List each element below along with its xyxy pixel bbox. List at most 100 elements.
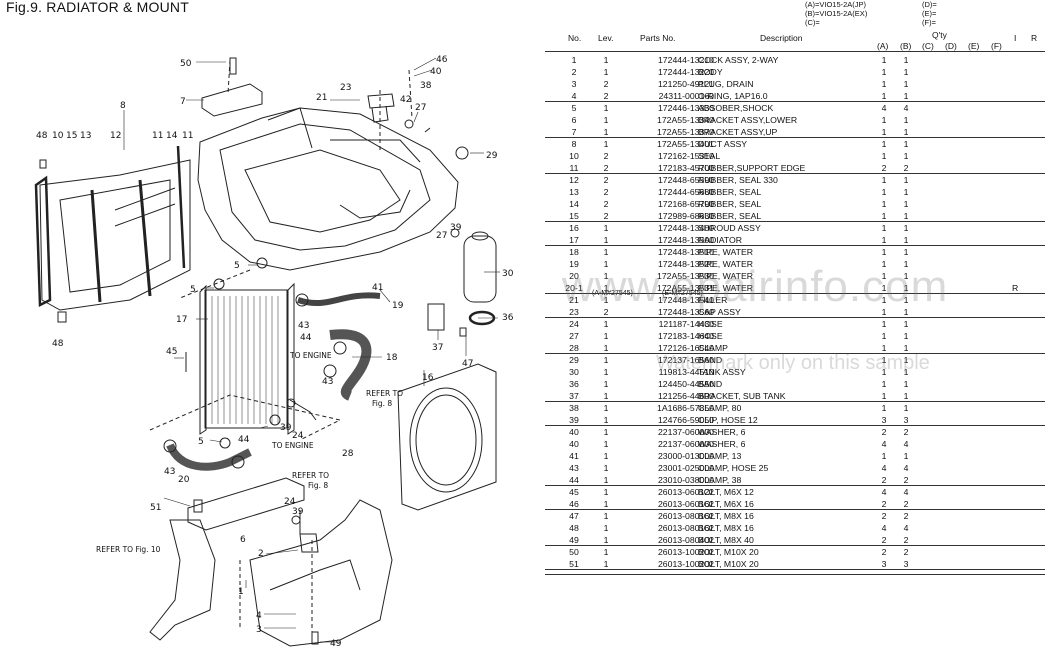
cell-no: 8 (571, 139, 577, 149)
cell-qty-b: 1 (903, 379, 909, 389)
cell-lev: 1 (603, 67, 609, 77)
cell-qty-a: 2 (881, 475, 887, 485)
cell-no: 1 (571, 55, 577, 65)
callout: 39 (450, 223, 462, 233)
callout: 38 (420, 81, 432, 91)
cell-parts-no: 1A1686-57850 (656, 403, 714, 413)
cell-description: BOLT, M6X 16 (698, 499, 754, 509)
group-separator (545, 485, 1045, 486)
cell-no: 30 (569, 367, 579, 377)
cell-parts-no: 172448-13560 (657, 307, 714, 317)
figure-title: Fig.9. RADIATOR & MOUNT (6, 0, 189, 15)
cell-parts-no: 26013-080162 (657, 511, 714, 521)
cell-parts-no: 172448-13540 (657, 295, 714, 305)
cell-lev: 1 (603, 547, 609, 557)
cell-no: 15 (569, 211, 579, 221)
cell-qty-b: 1 (903, 259, 909, 269)
callout: 46 (436, 55, 448, 65)
cell-lev: 1 (603, 439, 609, 449)
cell-lev: 1 (603, 319, 609, 329)
cell-qty-b: 1 (903, 283, 909, 293)
callout: 49 (330, 639, 342, 649)
cell-no: 49 (569, 535, 579, 545)
cell-description: BOLT, M8X 40 (698, 535, 754, 545)
cell-no: 48 (569, 523, 579, 533)
cell-description: CLAMP, 80 (698, 403, 742, 413)
header-description: Description (760, 33, 803, 43)
cell-lev: 1 (603, 535, 609, 545)
callout: 23 (340, 83, 351, 93)
callout: 19 (392, 301, 404, 311)
callout: 24 (292, 431, 304, 441)
cell-lev: 1 (603, 379, 609, 389)
cell-parts-no: 26013-080162 (657, 523, 714, 533)
cell-lev: 1 (603, 391, 609, 401)
cell-qty-b: 2 (903, 511, 909, 521)
model-line: (B)=VIO15-2A(EX) (805, 9, 868, 18)
cell-parts-no: 172183-45700 (657, 163, 714, 173)
header-rule (545, 51, 1045, 52)
cell-qty-b: 4 (903, 463, 909, 473)
cell-description: PIPE, WATER (698, 259, 754, 269)
cell-description: ABSOBER,SHOCK (698, 103, 774, 113)
cell-lev: 1 (603, 487, 609, 497)
cell-parts-no: 172183-14640 (657, 331, 714, 341)
cell-lev: 1 (603, 415, 609, 425)
cell-lev: 1 (603, 259, 609, 269)
cell-qty-a: 1 (881, 91, 887, 101)
callout: 6 (240, 535, 246, 545)
cell-description: BOLT, M10X 20 (698, 559, 759, 569)
cell-description: BOLT, M8X 16 (698, 523, 754, 533)
callout: 5 (234, 261, 240, 271)
cell-description: CLAMP, 38 (698, 475, 742, 485)
callout: 51 (150, 503, 161, 513)
cell-lev: 1 (603, 499, 609, 509)
cell-description: RADIATOR (698, 235, 743, 245)
callout: 1 (238, 587, 244, 597)
cell-parts-no: 23000-013000 (657, 451, 714, 461)
cell-description: COCK ASSY, 2-WAY (698, 55, 779, 65)
cell-no: 24 (569, 319, 579, 329)
group-separator (545, 569, 1045, 570)
cell-qty-b: 2 (903, 427, 909, 437)
cell-description: HOSE (698, 331, 723, 341)
callout: 10 (52, 131, 64, 141)
cell-no: 17 (569, 235, 579, 245)
callout: 43 (164, 467, 175, 477)
cell-lev: 1 (603, 403, 609, 413)
cell-no: 2 (571, 67, 577, 77)
cell-lev: 2 (603, 151, 609, 161)
cell-description: CLAMP (698, 343, 728, 353)
group-separator (545, 173, 1045, 174)
cell-qty-a: 1 (881, 247, 887, 257)
cell-qty-a: 1 (881, 295, 887, 305)
cell-qty-a: 1 (881, 355, 887, 365)
cell-description: RUBBER, SEAL (698, 187, 762, 197)
cell-parts-no: 26013-100202 (657, 547, 714, 557)
cell-parts-no: 172448-65590 (657, 175, 714, 185)
callout: 41 (372, 283, 383, 293)
model-line: (C)= (805, 18, 820, 27)
cell-qty-a: 2 (881, 499, 887, 509)
callout: 21 (316, 93, 327, 103)
cell-qty-b: 1 (903, 451, 909, 461)
cell-description: TANK ASSY (698, 367, 746, 377)
cell-description: BRACKET, SUB TANK (698, 391, 786, 401)
cell-no: 14 (569, 199, 579, 209)
cell-no: 44 (569, 475, 579, 485)
bracket-up (201, 83, 263, 117)
callout: 7 (180, 97, 186, 107)
header-col-f: (F) (991, 41, 1002, 51)
cell-description: RUBBER,SUPPORT EDGE (698, 163, 806, 173)
cell-description: CLIP, HOSE 12 (698, 415, 758, 425)
cell-qty-a: 1 (881, 319, 887, 329)
callout: 11 (182, 131, 193, 141)
cell-parts-no: 172448-13400 (657, 223, 714, 233)
cell-no: 3 (571, 79, 577, 89)
